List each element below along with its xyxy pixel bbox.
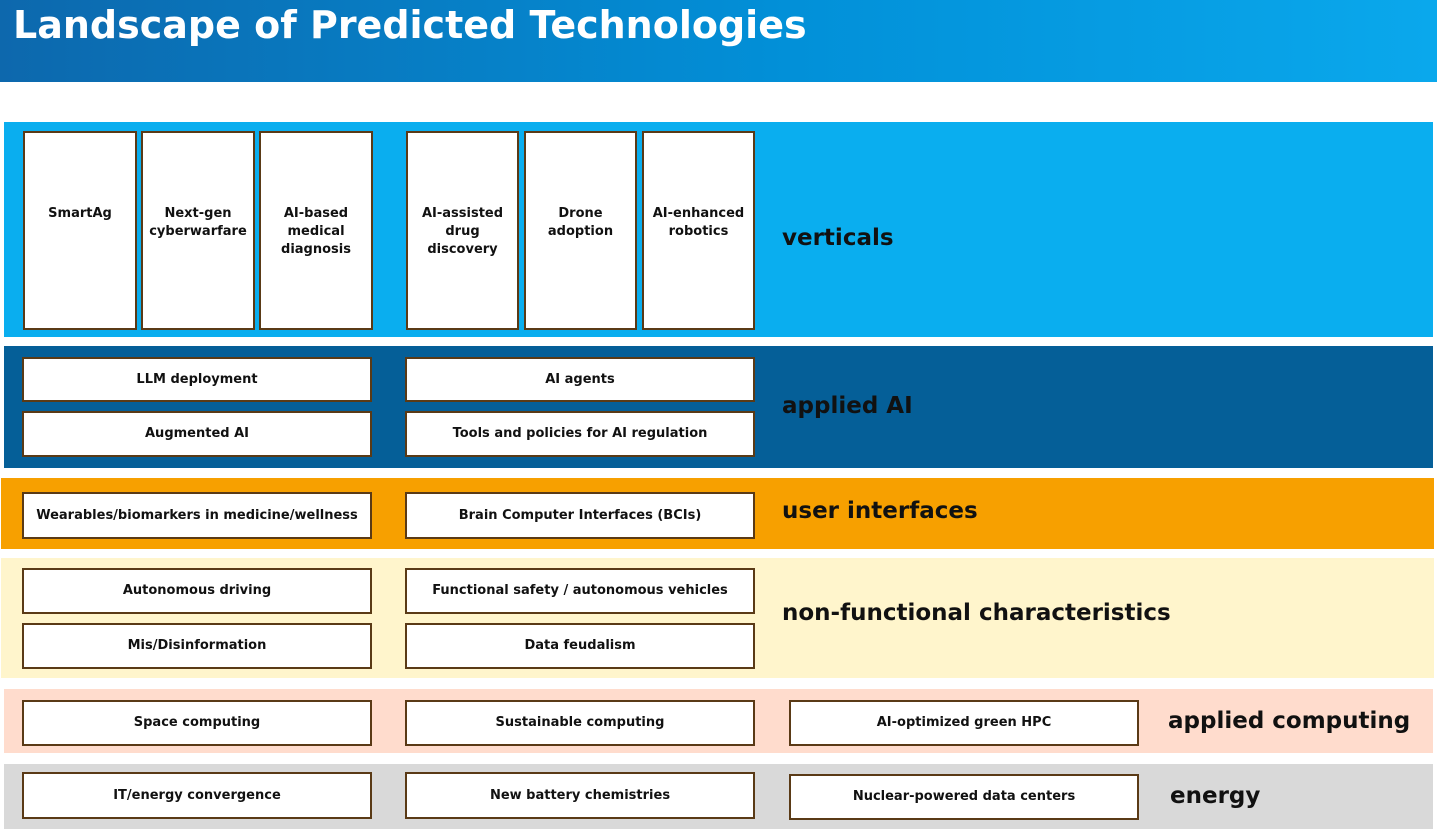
box-smartag: SmartAg (23, 131, 137, 330)
label-verticals: verticals (782, 225, 894, 251)
box-it-energy-convergence: IT/energy convergence (22, 772, 372, 819)
box-drone-adoption: Drone adoption (524, 131, 637, 330)
box-ai-regulation: Tools and policies for AI regulation (405, 411, 755, 457)
label-applied-computing: applied computing (1168, 708, 1411, 734)
box-sustainable-computing: Sustainable computing (405, 700, 755, 746)
box-functional-safety: Functional safety / autonomous vehicles (405, 568, 755, 614)
page-title: Landscape of Predicted Technologies (13, 3, 807, 47)
box-autonomous-driving: Autonomous driving (22, 568, 372, 614)
box-llm-deployment: LLM deployment (22, 357, 372, 402)
label-user-interfaces: user interfaces (782, 498, 978, 524)
box-new-battery-chemistries: New battery chemistries (405, 772, 755, 819)
box-space-computing: Space computing (22, 700, 372, 746)
box-data-feudalism: Data feudalism (405, 623, 755, 669)
box-nuclear-data-centers: Nuclear-powered data centers (789, 774, 1139, 820)
box-augmented-ai: Augmented AI (22, 411, 372, 457)
box-ai-assisted-drug-discovery: AI-assisted drug discovery (406, 131, 519, 330)
label-non-functional: non-functional characteristics (782, 600, 1171, 626)
box-bci: Brain Computer Interfaces (BCIs) (405, 492, 755, 539)
box-mis-disinformation: Mis/Disinformation (22, 623, 372, 669)
label-applied-ai: applied AI (782, 393, 913, 419)
box-wearables: Wearables/biomarkers in medicine/wellnes… (22, 492, 372, 539)
box-ai-based-medical-diagnosis: AI-based medical diagnosis (259, 131, 373, 330)
box-next-gen-cyberwarfare: Next-gen cyberwarfare (141, 131, 255, 330)
box-ai-agents: AI agents (405, 357, 755, 402)
box-green-hpc: AI-optimized green HPC (789, 700, 1139, 746)
label-energy: energy (1170, 783, 1261, 809)
header-banner: Landscape of Predicted Technologies (0, 0, 1437, 82)
box-ai-enhanced-robotics: AI-enhanced robotics (642, 131, 755, 330)
